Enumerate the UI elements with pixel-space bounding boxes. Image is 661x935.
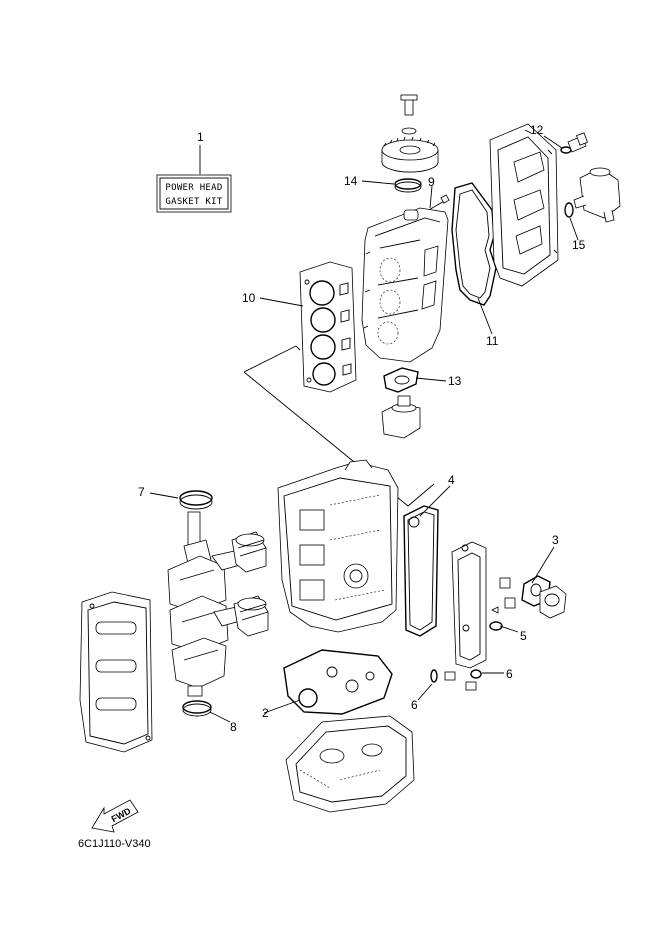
thermostat-cover <box>573 167 621 223</box>
timing-pulley <box>381 94 439 173</box>
gasket-13 <box>383 367 419 393</box>
group-lines <box>243 345 435 507</box>
lower-cover <box>285 715 415 813</box>
callout-11: 11 <box>486 334 499 348</box>
diagram-code: 6C1J110-V340 <box>78 838 151 850</box>
callout-6-left: 6 <box>411 698 418 712</box>
plug-12 <box>560 132 588 154</box>
washer-6-left <box>430 669 438 683</box>
head-gasket <box>299 261 357 393</box>
o-ring-5 <box>489 621 503 631</box>
crankcase <box>79 591 153 753</box>
pump-housing <box>381 395 421 439</box>
fwd-arrow: FWD <box>91 799 139 833</box>
gasket-2 <box>283 649 393 715</box>
cylinder-head <box>361 207 449 363</box>
callout-1: 1 <box>197 130 204 144</box>
callout-5: 5 <box>520 629 527 643</box>
callout-14: 14 <box>344 174 358 188</box>
exhaust-cover <box>489 123 559 287</box>
callout-9: 9 <box>428 175 435 189</box>
oil-seal-upper <box>394 178 422 193</box>
side-plate <box>451 541 487 669</box>
callout-10: 10 <box>242 291 256 305</box>
callout-15: 15 <box>572 238 586 252</box>
part-callouts: 1 2 3 4 5 6 6 7 8 9 10 11 12 13 14 15 <box>138 123 586 734</box>
exhaust-cover-gasket <box>451 182 497 306</box>
leader-lines <box>149 135 579 723</box>
side-bolts <box>444 577 516 691</box>
callout-13: 13 <box>448 374 462 388</box>
kit-label-line2: GASKET KIT <box>165 197 222 207</box>
cylinder-block <box>277 459 399 633</box>
oil-seal-7 <box>179 490 213 510</box>
kit-label-line1: POWER HEAD <box>165 183 222 193</box>
washer-6-right <box>470 669 482 679</box>
anode-cover <box>539 585 567 619</box>
pistons <box>211 531 269 637</box>
exhaust-gasket-4 <box>403 505 439 637</box>
callout-7: 7 <box>138 485 145 499</box>
oil-seal-8 <box>182 700 212 717</box>
gasket-kit-label: POWER HEAD GASKET KIT <box>156 174 232 213</box>
crankshaft <box>167 511 229 697</box>
callout-3: 3 <box>552 533 559 547</box>
callout-4: 4 <box>448 473 455 487</box>
callout-12: 12 <box>530 123 544 137</box>
o-ring-15 <box>564 202 574 218</box>
callout-6-right: 6 <box>506 667 513 681</box>
bolt-9 <box>426 194 450 212</box>
callout-8: 8 <box>230 720 237 734</box>
callout-2: 2 <box>262 706 269 720</box>
